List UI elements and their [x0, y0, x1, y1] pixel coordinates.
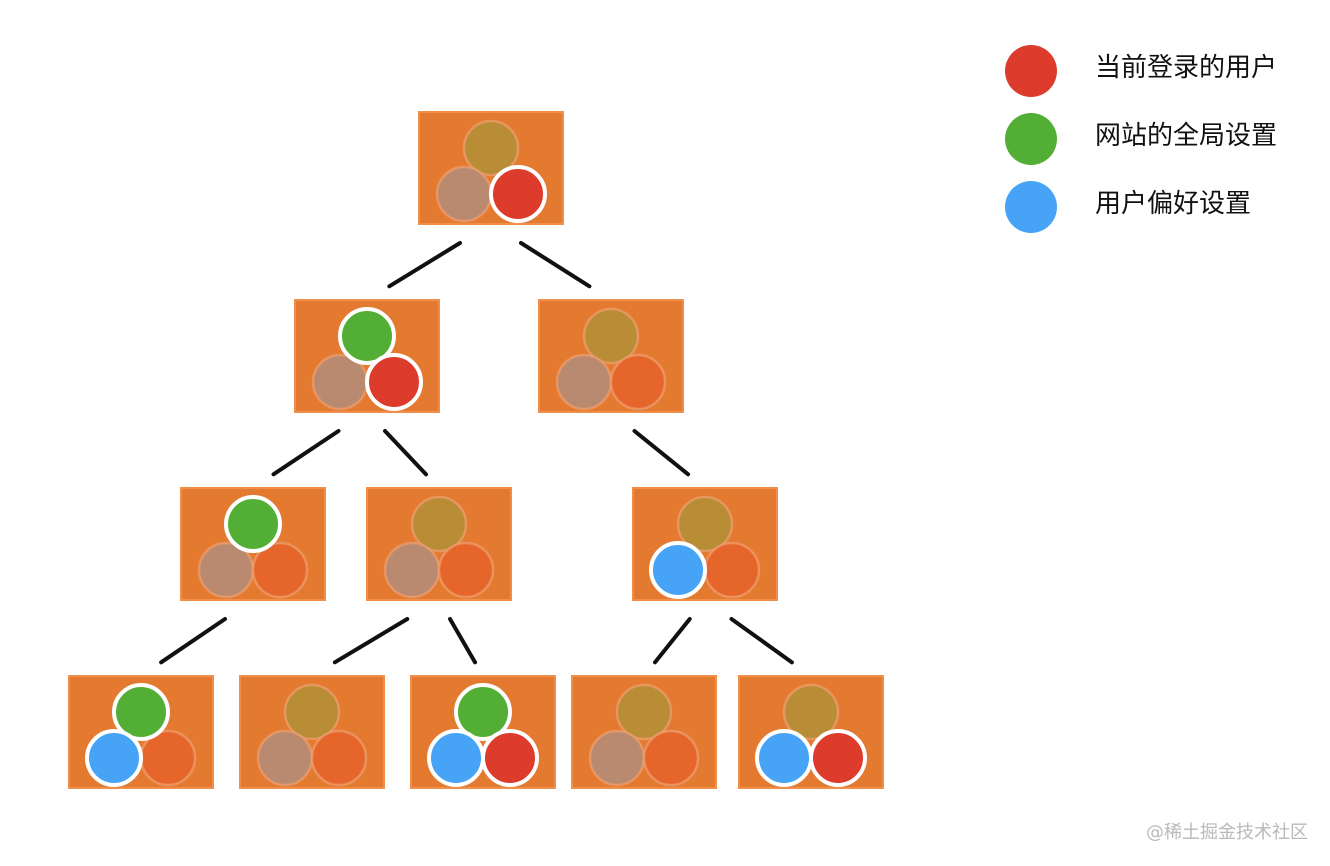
user-circle-active: [809, 729, 867, 787]
tree-node-l2-b: [366, 487, 512, 601]
global-settings-circle-active: [112, 683, 170, 741]
red-dot-icon: [1005, 45, 1057, 97]
user-circle-inactive: [251, 541, 309, 599]
global-settings-circle-inactive: [283, 683, 341, 741]
global-settings-circle-inactive: [782, 683, 840, 741]
tree-node-l1-right: [538, 299, 684, 413]
watermark: @稀土掘金技术社区: [1146, 822, 1308, 843]
global-settings-circle-inactive: [615, 683, 673, 741]
preference-circle-active: [755, 729, 813, 787]
global-settings-circle-inactive: [410, 495, 468, 553]
tree-edge: [387, 241, 462, 289]
global-settings-circle-active: [454, 683, 512, 741]
global-settings-circle-inactive: [462, 119, 520, 177]
tree-node-root: [418, 111, 564, 225]
tree-edge: [159, 617, 227, 665]
user-circle-inactive: [642, 729, 700, 787]
tree-node-l2-a: [180, 487, 326, 601]
tree-node-l3-c: [410, 675, 556, 789]
tree-edge: [519, 241, 592, 289]
user-circle-inactive: [703, 541, 761, 599]
preference-circle-inactive: [435, 165, 493, 223]
global-settings-circle-inactive: [676, 495, 734, 553]
tree-edges: [159, 241, 794, 665]
preference-circle-inactive: [555, 353, 613, 411]
tree-node-l3-e: [738, 675, 884, 789]
global-settings-circle-inactive: [582, 307, 640, 365]
tree-edge: [271, 429, 341, 477]
user-circle-inactive: [310, 729, 368, 787]
blue-dot-icon: [1005, 181, 1057, 233]
tree-edge: [729, 617, 794, 665]
preference-circle-active: [649, 541, 707, 599]
preference-circle-active: [427, 729, 485, 787]
tree-nodes: [68, 111, 884, 789]
global-settings-circle-active: [338, 307, 396, 365]
legend-label-global: 网站的全局设置: [1095, 121, 1278, 151]
tree-node-l3-b: [239, 675, 385, 789]
user-circle-inactive: [609, 353, 667, 411]
tree-node-l3-a: [68, 675, 214, 789]
tree-node-l2-c: [632, 487, 778, 601]
user-circle-inactive: [437, 541, 495, 599]
user-circle-active: [365, 353, 423, 411]
preference-circle-inactive: [588, 729, 646, 787]
preference-circle-active: [85, 729, 143, 787]
tree-node-l3-d: [571, 675, 717, 789]
global-settings-circle-active: [224, 495, 282, 553]
legend-label-user: 当前登录的用户: [1095, 53, 1278, 83]
tree-edge: [448, 617, 478, 665]
tree-edge: [383, 429, 429, 477]
tree-edge: [332, 617, 410, 665]
preference-circle-inactive: [256, 729, 314, 787]
tree-node-l1-left: [294, 299, 440, 413]
user-circle-active: [481, 729, 539, 787]
tree-edge: [632, 429, 691, 477]
user-circle-active: [489, 165, 547, 223]
tree-edge: [652, 617, 692, 665]
preference-circle-inactive: [383, 541, 441, 599]
legend-label-preference: 用户偏好设置: [1095, 189, 1252, 219]
green-dot-icon: [1005, 113, 1057, 165]
